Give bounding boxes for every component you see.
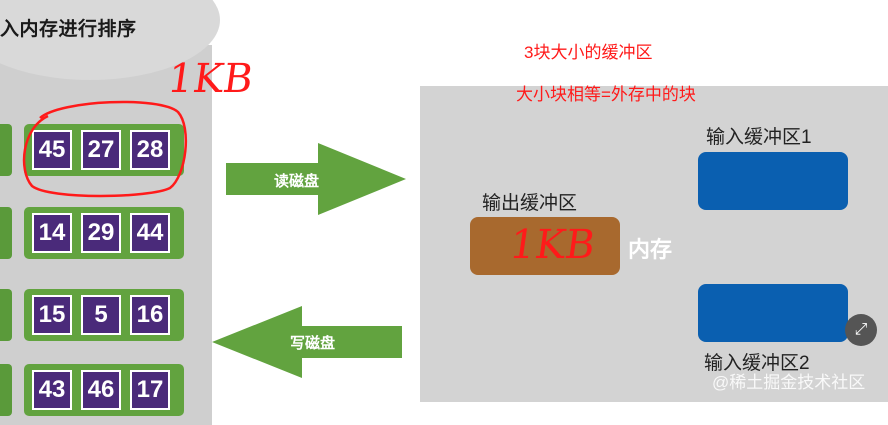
block-value: 27 [81, 130, 121, 170]
expand-icon[interactable]: ⤢ [845, 314, 877, 346]
disk-title: 入内存进行排序 [0, 19, 137, 40]
annotation-block-size: 大小块相等=外存中的块 [516, 85, 696, 104]
memory-label: 内存 [628, 237, 673, 262]
read-disk-label: 读磁盘 [274, 173, 320, 190]
block-value: 44 [130, 213, 170, 253]
disk-block-edge [0, 124, 12, 176]
block-value: 14 [32, 213, 72, 253]
annotation-buffer-count: 3块大小的缓冲区 [524, 43, 653, 62]
input-buffer-1 [698, 152, 848, 210]
block-value: 45 [32, 130, 72, 170]
block-value: 5 [81, 295, 121, 335]
disk-block-2: 14 29 44 [24, 207, 184, 259]
circle-annotation [22, 100, 188, 198]
write-disk-arrow [212, 306, 402, 378]
disk-block-edge [0, 289, 12, 341]
output-buffer-label: 输出缓冲区 [482, 193, 578, 214]
disk-block-1: 45 27 28 [24, 124, 184, 176]
handwritten-1kb-disk: 1KB [164, 56, 256, 102]
input-buffer-2-label: 输入缓冲区2 [704, 353, 810, 374]
read-disk-arrow [226, 143, 406, 215]
disk-block-3: 15 5 16 [24, 289, 184, 341]
block-value: 28 [130, 130, 170, 170]
input-buffer-2 [698, 284, 848, 342]
block-value: 29 [81, 213, 121, 253]
write-disk-label: 写磁盘 [290, 335, 336, 352]
output-buffer [470, 217, 620, 275]
block-value: 15 [32, 295, 72, 335]
input-buffer-1-label: 输入缓冲区1 [706, 127, 812, 148]
block-value: 16 [130, 295, 170, 335]
watermark: @稀土掘金技术社区 [712, 373, 866, 392]
handwritten-1kb-output: 1KB [506, 222, 598, 268]
disk-block-edge [0, 207, 12, 259]
